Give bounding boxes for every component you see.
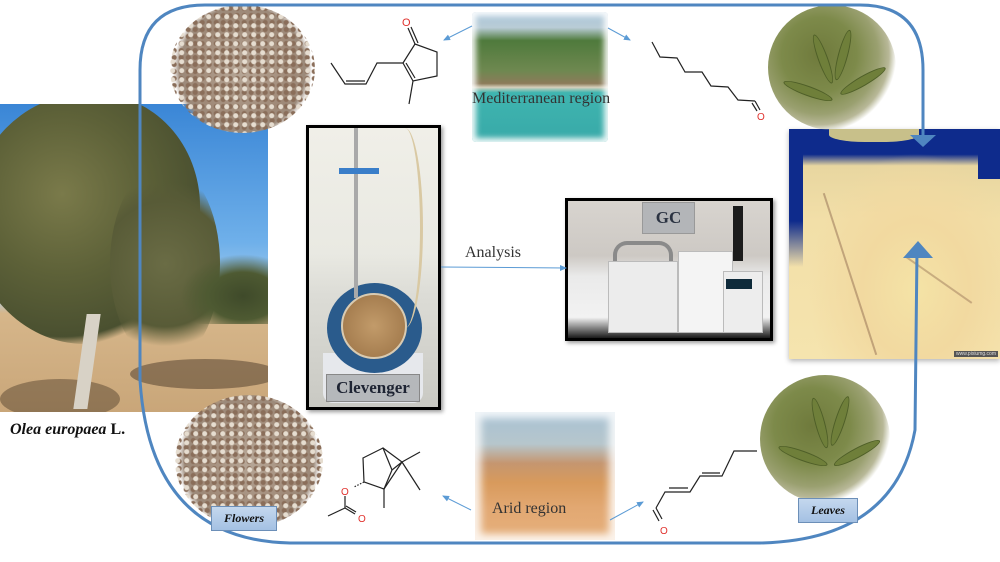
leaves-sample-image-bottom <box>760 375 890 503</box>
molecule-bornyl-acetate <box>327 447 421 517</box>
molecule-cis-jasmone <box>330 26 438 105</box>
species-label: Olea europaea L. <box>10 421 125 439</box>
arrow-med-to-nonanal <box>607 27 631 41</box>
clevenger-label: Clevenger <box>326 374 420 402</box>
species-name: Olea europaea <box>10 421 107 438</box>
map-watermark: www.pixiumg.com <box>953 351 998 357</box>
olive-tree-photo <box>0 104 268 412</box>
oxygen-atom-jasmone: O <box>402 17 411 29</box>
flowers-label: Flowers <box>211 506 277 531</box>
leaves-sample-image-top <box>768 5 896 130</box>
arid-region-photo <box>475 412 615 540</box>
oxygen-atom-bornyl-carbonyl: O <box>358 514 366 525</box>
oxygen-atom-bornyl-ester: O <box>341 487 349 498</box>
arrow-analysis <box>440 264 567 271</box>
oxygen-atom-heptadienal: O <box>660 526 668 537</box>
arrow-down-to-map-icon <box>910 135 936 147</box>
flowers-sample-image-top <box>170 5 315 133</box>
arid-region-label: Arid region <box>492 500 567 517</box>
analysis-label: Analysis <box>465 244 521 261</box>
cycle-line <box>138 3 925 290</box>
molecule-nonanal <box>651 41 761 112</box>
molecule-heptadienal <box>652 450 757 522</box>
mediterranean-region-photo <box>472 12 608 142</box>
leaves-label: Leaves <box>798 498 858 523</box>
oxygen-atom-nonanal: O <box>757 112 765 123</box>
north-africa-map: www.pixiumg.com <box>789 129 1000 359</box>
flowers-sample-image-bottom <box>175 395 323 527</box>
arrow-arid-to-heptadienal <box>609 501 644 521</box>
mediterranean-region-label: Mediterranean region <box>472 90 611 107</box>
arrow-up-to-map-icon <box>903 241 933 258</box>
arrow-med-to-jasmone <box>443 25 473 41</box>
cycle-line-bottom <box>138 249 919 545</box>
species-authority: L. <box>110 421 126 438</box>
gc-label: GC <box>642 202 695 234</box>
arrow-arid-to-bornyl <box>442 495 472 511</box>
